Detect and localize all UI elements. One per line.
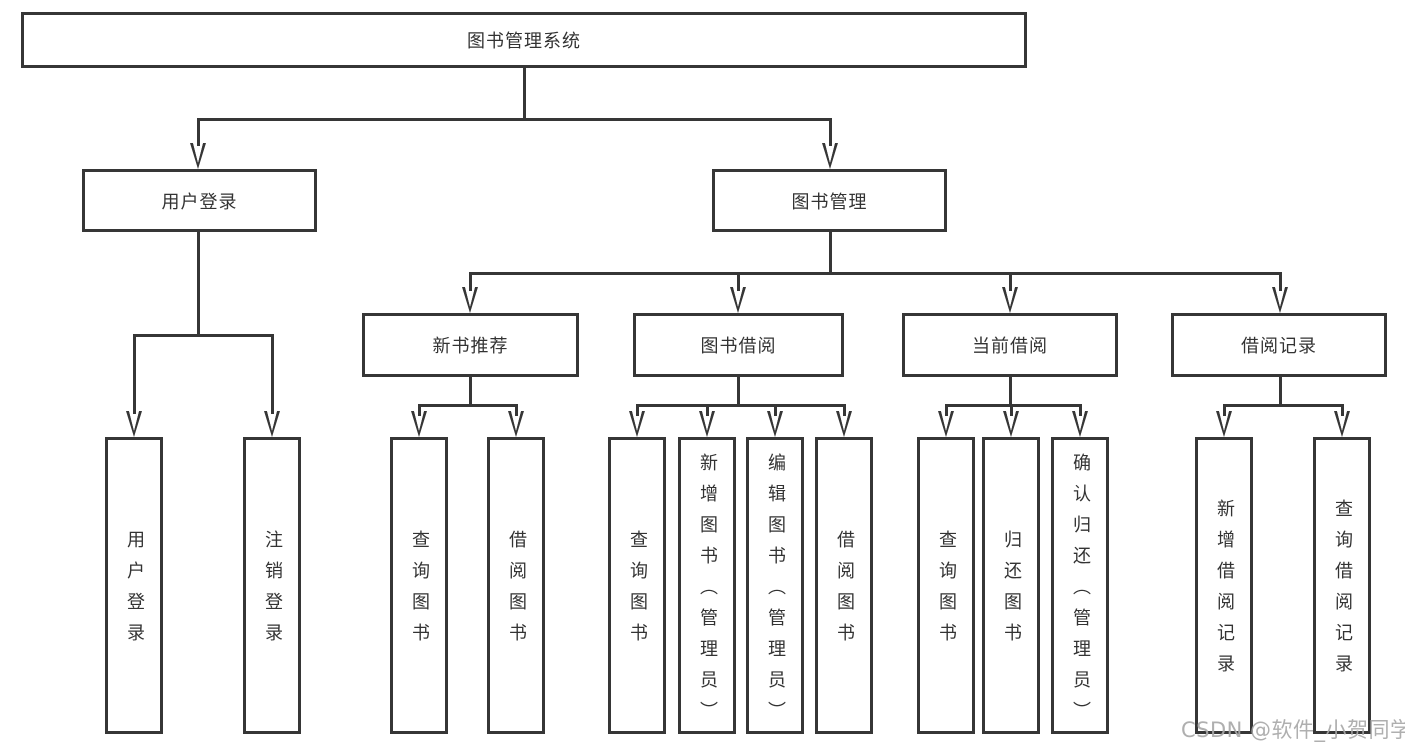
- connector-rail: [1222, 404, 1344, 407]
- node-user-login: 用户登录: [82, 169, 317, 232]
- node-label: 图书借阅: [700, 336, 777, 357]
- arrow-down-icon: [822, 143, 838, 169]
- node-root-label: 图书管理系统: [467, 31, 581, 52]
- leaf-label: 借阅图书: [834, 530, 855, 654]
- connector-stem: [1008, 272, 1012, 291]
- connector-stub: [1278, 377, 1282, 407]
- connector-stem: [773, 404, 777, 416]
- leaf-edit-books-admin: 编辑图书（管理员）: [746, 437, 804, 734]
- connector-stem: [828, 118, 832, 146]
- leaf-label: 用户登录: [124, 530, 145, 654]
- leaf-add-books-admin: 新增图书（管理员）: [678, 437, 736, 734]
- connector-rail: [635, 404, 846, 407]
- node-root: 图书管理系统: [21, 12, 1027, 68]
- node-borrow-records: 借阅记录: [1171, 313, 1387, 377]
- connector-stem: [1222, 404, 1226, 416]
- leaf-label: 注销登录: [262, 530, 283, 654]
- node-label: 当前借阅: [972, 336, 1048, 357]
- connector-rail: [468, 272, 1282, 275]
- leaf-logout: 注销登录: [243, 437, 301, 734]
- connector-stem: [736, 272, 740, 291]
- connector-stem: [270, 334, 274, 414]
- connector-stub: [828, 232, 832, 275]
- connector-stem: [705, 404, 709, 416]
- connector-stem: [514, 404, 518, 416]
- node-new-book-recommend: 新书推荐: [362, 313, 579, 377]
- arrow-down-icon: [126, 411, 142, 437]
- leaf-return-books: 归还图书: [982, 437, 1040, 734]
- leaf-label: 新增借阅记录: [1214, 499, 1235, 685]
- connector-stem: [1278, 272, 1282, 291]
- connector-stub: [736, 377, 740, 407]
- connector-stem: [417, 404, 421, 416]
- leaf-user-login: 用户登录: [105, 437, 163, 734]
- connector-root-rail: [196, 118, 832, 121]
- leaf-label: 查询图书: [409, 530, 430, 654]
- leaf-confirm-return-admin: 确认归还（管理员）: [1051, 437, 1109, 734]
- connector-stem: [196, 118, 200, 146]
- leaf-label: 确认归还（管理员）: [1070, 452, 1091, 732]
- connector-stem: [635, 404, 639, 416]
- leaf-borrow-books: 借阅图书: [815, 437, 873, 734]
- node-label: 新书推荐: [432, 336, 509, 357]
- leaf-query-books-recommend: 查询图书: [390, 437, 448, 734]
- connector-stem: [842, 404, 846, 416]
- node-current-borrow: 当前借阅: [902, 313, 1118, 377]
- leaf-query-books: 查询图书: [608, 437, 666, 734]
- leaf-add-borrow-record: 新增借阅记录: [1195, 437, 1253, 734]
- connector-rail: [132, 334, 274, 337]
- connector-stem: [132, 334, 136, 414]
- node-label: 用户登录: [161, 191, 238, 213]
- connector-stub: [468, 377, 472, 407]
- node-label: 图书管理: [791, 191, 868, 213]
- leaf-query-borrow-record: 查询借阅记录: [1313, 437, 1371, 734]
- connector-rail: [417, 404, 518, 407]
- leaf-query-books-current: 查询图书: [917, 437, 975, 734]
- arrow-down-icon: [264, 411, 280, 437]
- leaf-label: 编辑图书（管理员）: [765, 452, 786, 732]
- connector-root-stub: [522, 68, 526, 121]
- leaf-label: 查询借阅记录: [1332, 499, 1353, 685]
- connector-stem: [1009, 404, 1013, 416]
- leaf-label: 查询图书: [627, 530, 648, 654]
- connector-rail: [944, 404, 1082, 407]
- connector-stem: [1340, 404, 1344, 416]
- node-label: 借阅记录: [1241, 336, 1317, 357]
- connector-stub: [196, 232, 200, 337]
- leaf-label: 归还图书: [1001, 530, 1022, 654]
- node-book-borrow: 图书借阅: [633, 313, 844, 377]
- connector-stem: [1078, 404, 1082, 416]
- leaf-label: 新增图书（管理员）: [697, 452, 718, 732]
- leaf-borrow-books-recommend: 借阅图书: [487, 437, 545, 734]
- leaf-label: 查询图书: [936, 530, 957, 654]
- node-book-management: 图书管理: [712, 169, 947, 232]
- connector-stem: [944, 404, 948, 416]
- connector-stem: [468, 272, 472, 291]
- arrow-down-icon: [190, 143, 206, 169]
- csdn-watermark: CSDN @软件_小贺同学: [1181, 718, 1405, 742]
- leaf-label: 借阅图书: [506, 530, 527, 654]
- connector-stub: [1008, 377, 1012, 407]
